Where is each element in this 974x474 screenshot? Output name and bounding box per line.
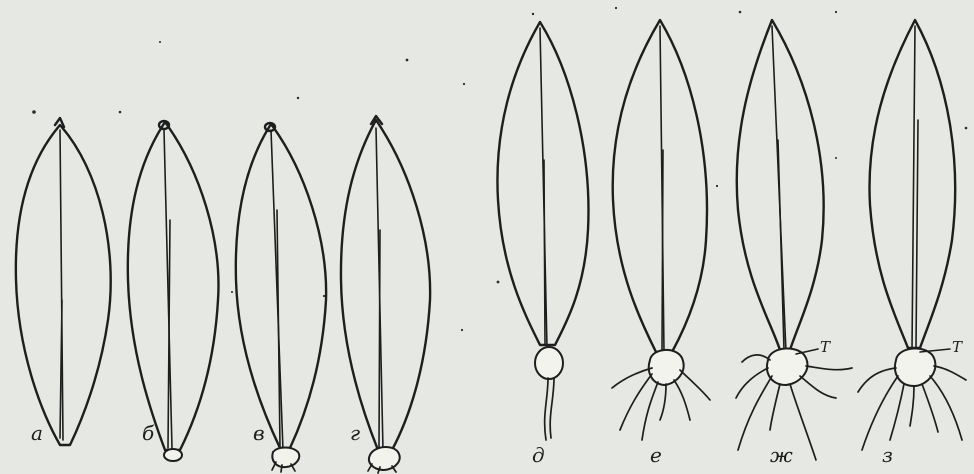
- callus-bud: [164, 449, 182, 461]
- root: [806, 366, 852, 370]
- root: [545, 378, 548, 440]
- bulb: [767, 348, 807, 385]
- panel-label-e: е: [650, 443, 662, 467]
- leaf-outline: [737, 20, 824, 350]
- marker-label-t: Т: [820, 338, 831, 356]
- scan-specks: [32, 7, 967, 331]
- panel-label-d: д: [532, 443, 545, 467]
- leaf-midrib: [912, 26, 915, 350]
- root: [620, 374, 652, 430]
- panel-label-g: г: [350, 421, 360, 445]
- leaf-midrib-inner: [544, 160, 545, 345]
- root-edge: [550, 378, 554, 438]
- root: [770, 384, 780, 430]
- root: [736, 368, 768, 398]
- leaf-outline: [128, 122, 219, 450]
- panel-a: а: [16, 118, 111, 445]
- leaf-midrib-inner: [662, 150, 663, 350]
- bulb: [895, 348, 935, 386]
- callus: [369, 447, 400, 470]
- leaf-midrib-inner: [168, 220, 170, 448]
- panel-e: е: [612, 20, 710, 467]
- root: [922, 384, 938, 432]
- bulb: [649, 350, 684, 385]
- root: [862, 376, 898, 450]
- marker-label-t: Т: [952, 338, 963, 356]
- root: [930, 376, 962, 440]
- panel-b: б: [128, 121, 219, 461]
- panel-label-a: а: [31, 421, 43, 445]
- leaf-midrib-inner: [277, 210, 280, 448]
- panel-d: д: [497, 22, 588, 467]
- root: [790, 384, 816, 460]
- root: [674, 380, 690, 420]
- leaf-midrib-inner: [60, 300, 62, 438]
- leaf-midrib-inner: [916, 120, 918, 348]
- leaf-midrib-inner: [778, 140, 784, 350]
- panel-label-b: б: [142, 421, 155, 445]
- panel-label-zh: ж: [770, 443, 793, 467]
- panel-z: Т з: [858, 20, 966, 467]
- panel-label-v: в: [253, 421, 265, 445]
- leaf-midrib: [271, 130, 283, 450]
- panel-g: г: [341, 116, 430, 473]
- root: [660, 384, 666, 420]
- root: [680, 370, 710, 400]
- root: [800, 376, 836, 398]
- panel-label-z: з: [882, 443, 893, 467]
- root: [890, 384, 904, 440]
- root: [642, 382, 658, 440]
- root: [612, 368, 652, 388]
- bulb: [535, 347, 563, 379]
- root: [910, 386, 914, 426]
- panel-v: в: [236, 123, 326, 472]
- root: [934, 366, 966, 380]
- callus: [272, 448, 299, 468]
- root: [742, 355, 770, 362]
- panel-zh: Т ж: [736, 20, 852, 467]
- leaf-outline: [341, 120, 430, 450]
- leaf-midrib-inner: [379, 230, 380, 448]
